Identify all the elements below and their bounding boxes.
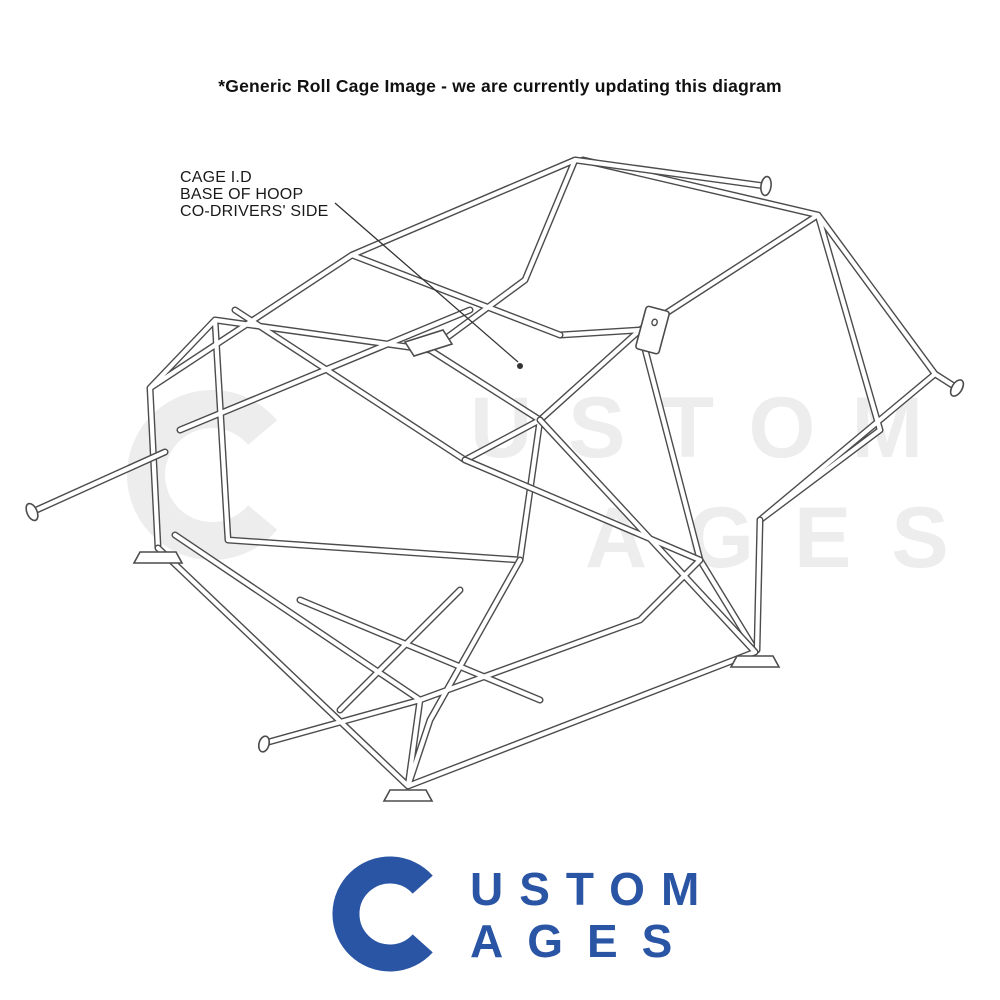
- logo-word-ages: AGES: [470, 915, 697, 967]
- tube-end-caps: [25, 175, 965, 753]
- logo-word-ustom: USTOM: [470, 863, 716, 915]
- id-plate: [635, 305, 670, 355]
- logo-c-mark: [332, 856, 433, 972]
- annotation-line-2: BASE OF HOOP: [180, 186, 304, 203]
- mounting-foot: [729, 655, 781, 668]
- mounting-foot: [382, 789, 434, 802]
- annotation-line-3: CO-DRIVERS' SIDE: [180, 203, 329, 220]
- mounting-feet: [132, 551, 781, 802]
- mounting-foot: [132, 551, 184, 564]
- tubes-front-layer: [32, 420, 755, 786]
- cage-id-annotation: CAGE I.D BASE OF HOOP CO-DRIVERS' SIDE: [180, 169, 329, 220]
- custom-cages-logo: USTOM AGES: [320, 852, 740, 982]
- gusset-plate: [403, 329, 454, 357]
- update-note: *Generic Roll Cage Image - we are curren…: [218, 76, 782, 96]
- annotation-line-1: CAGE I.D: [180, 169, 252, 186]
- tubes-rear-layer: [540, 160, 957, 650]
- leader-line: [334, 202, 523, 369]
